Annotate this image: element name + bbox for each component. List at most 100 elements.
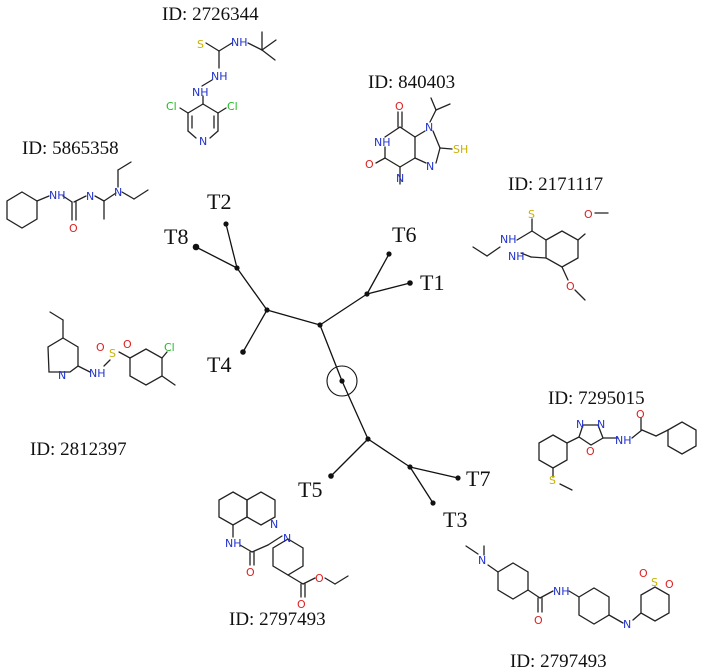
atom-nh: NH xyxy=(374,136,391,149)
leaf-node xyxy=(455,475,461,481)
molecule-id-label: ID: 2797493 xyxy=(229,609,326,630)
atom-sulfur: S xyxy=(109,347,116,360)
tree-node xyxy=(364,291,370,297)
leaf-label-t8: T8 xyxy=(164,224,188,249)
atom-nitrogen: N xyxy=(597,418,605,431)
tree-node xyxy=(365,436,371,442)
structure-drawing xyxy=(472,212,609,301)
atom-sulfur: S xyxy=(651,576,658,589)
molecule-5865358: ID: 5865358 NH N N O xyxy=(6,138,149,235)
atom-nitrogen: N xyxy=(623,618,631,631)
atom-chlorine: Cl xyxy=(166,100,177,113)
atom-oxygen: O xyxy=(584,208,593,221)
structure-drawing xyxy=(179,31,277,139)
atom-nh: NH xyxy=(500,233,517,246)
circle-marker-icon xyxy=(326,365,358,397)
atom-oxygen: O xyxy=(96,341,105,354)
atom-oxygen: O xyxy=(395,100,404,113)
tree-node xyxy=(407,464,413,470)
molecule-id-label: ID: 2812397 xyxy=(30,439,127,460)
leaf-node xyxy=(192,243,200,251)
atom-oxygen: O xyxy=(566,280,575,293)
tree-edge xyxy=(242,309,268,353)
leaf-node xyxy=(223,221,229,227)
leaf-label-t7: T7 xyxy=(466,466,490,491)
leaf-node xyxy=(430,500,436,506)
molecule-2797493-a: ID: 2797493 N NH O N O O xyxy=(218,491,349,630)
atom-sulfur: S xyxy=(197,38,204,51)
atom-chlorine: Cl xyxy=(164,341,175,354)
atom-nh: NH xyxy=(508,250,525,263)
structure-drawing xyxy=(538,417,697,491)
atom-nitrogen: N xyxy=(199,135,207,148)
atom-nh: NH xyxy=(89,367,106,380)
atom-nh: NH xyxy=(192,86,209,99)
atom-oxygen: O xyxy=(246,566,255,579)
structure-drawing xyxy=(218,491,349,598)
atom-oxygen: O xyxy=(315,572,324,585)
tree-edge xyxy=(330,438,369,477)
tree-node xyxy=(234,265,240,271)
tree-edge xyxy=(266,309,321,326)
atom-oxygen: O xyxy=(665,578,674,591)
atom-oxygen: O xyxy=(365,158,374,171)
molecule-2797493-b: ID: 2797493 N NH O N S O O xyxy=(465,545,674,671)
atom-nitrogen: N xyxy=(270,518,278,531)
atom-nitrogen: N xyxy=(58,369,66,382)
leaf-label-t4: T4 xyxy=(207,352,231,377)
tree-edge xyxy=(225,223,238,269)
molecule-id-label: ID: 2171117 xyxy=(508,174,603,195)
leaf-node xyxy=(386,251,392,257)
molecule-840403: ID: 840403 O O NH N N N SH xyxy=(365,72,468,185)
tree: T8 T2 T4 T6 T1 T5 T7 T3 xyxy=(164,189,490,532)
tree-node xyxy=(317,322,323,328)
molecule-id-label: ID: 5865358 xyxy=(22,138,119,159)
atom-nh: NH xyxy=(225,537,242,550)
molecule-2726344: ID: 2726344 S NH NH NH Cl Cl xyxy=(162,4,277,148)
atom-nh: NH xyxy=(553,585,570,598)
molecule-id-label: ID: 840403 xyxy=(368,72,455,93)
atom-sulfur: S xyxy=(528,208,535,221)
structure-drawing xyxy=(375,97,453,185)
atom-nitrogen: N xyxy=(283,532,291,545)
atom-nh: NH xyxy=(49,189,66,202)
atom-chlorine: Cl xyxy=(227,100,238,113)
tree-edge xyxy=(236,267,268,311)
tree-edge xyxy=(366,282,411,295)
leaf-label-t3: T3 xyxy=(443,507,467,532)
atom-nitrogen: N xyxy=(425,121,433,134)
molecule-2812397: ID: 2812397 N NH S O O Cl xyxy=(30,311,176,460)
atom-oxygen: O xyxy=(534,614,543,627)
atom-oxygen: O xyxy=(297,598,306,611)
atom-oxygen: O xyxy=(123,338,132,351)
tree-edge xyxy=(319,293,368,326)
tree-edge xyxy=(319,324,343,382)
atom-oxygen: O xyxy=(69,222,78,235)
tree-edge xyxy=(367,438,411,468)
atom-nh: NH xyxy=(211,70,228,83)
molecule-7295015: ID: 7295015 N N O NH O S xyxy=(538,388,697,491)
atom-nh: NH xyxy=(231,36,248,49)
leaf-label-t5: T5 xyxy=(298,477,322,502)
tree-edge xyxy=(366,253,390,295)
leaf-label-t6: T6 xyxy=(392,222,416,247)
atom-nitrogen: N xyxy=(114,186,122,199)
atom-oxygen: O xyxy=(586,445,595,458)
atom-sulfur: S xyxy=(549,474,556,487)
atom-nitrogen: N xyxy=(576,418,584,431)
structure-drawing xyxy=(6,161,149,229)
molecule-id-label: ID: 7295015 xyxy=(548,388,645,409)
leaf-node xyxy=(328,473,334,479)
atom-oxygen: O xyxy=(639,567,648,580)
molecule-id-label: ID: 2797493 xyxy=(510,651,607,671)
atom-nh: NH xyxy=(615,434,632,447)
atom-thiol: SH xyxy=(453,143,468,156)
tree-edge xyxy=(409,466,434,504)
leaf-node xyxy=(240,349,246,355)
molecule-2171117: ID: 2171117 S NH NH O O xyxy=(472,174,609,301)
atom-nitrogen: N xyxy=(478,554,486,567)
atom-oxygen: O xyxy=(636,408,645,421)
tree-node xyxy=(339,378,345,384)
atom-nitrogen: N xyxy=(426,160,434,173)
